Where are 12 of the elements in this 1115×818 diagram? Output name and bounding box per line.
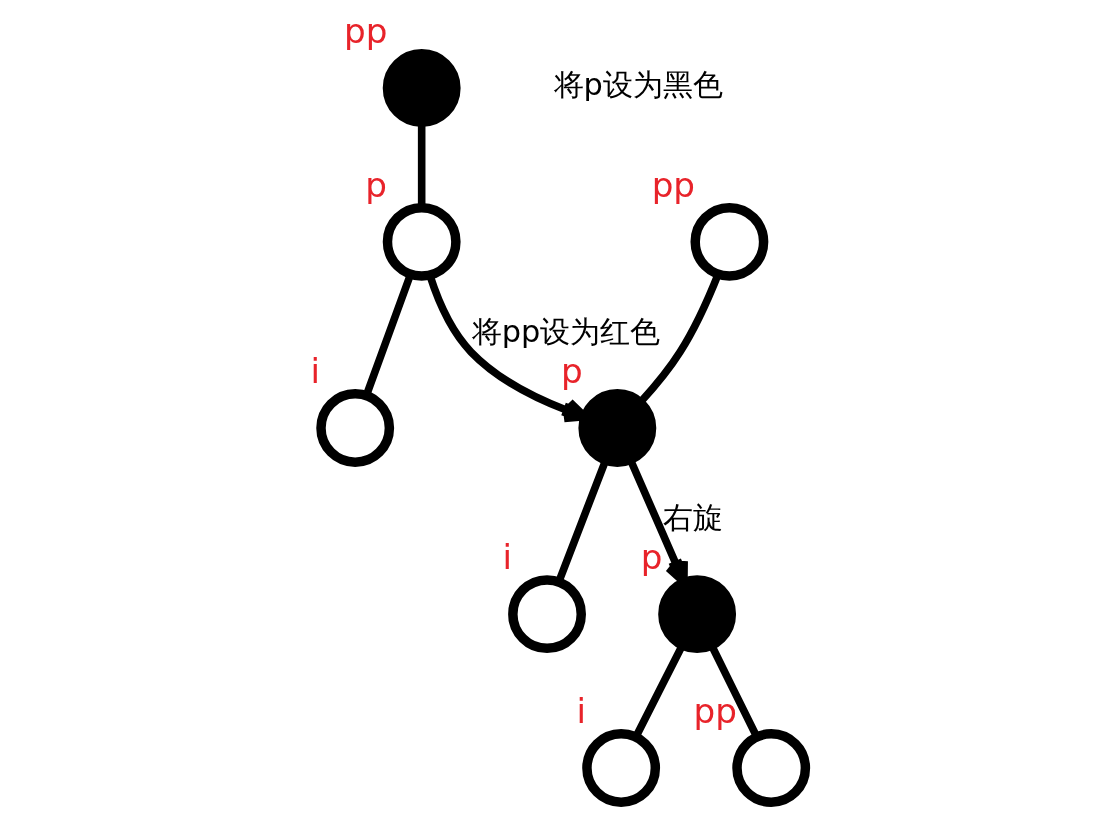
- label: 将p设为黑色: [553, 67, 723, 103]
- node-label: p: [560, 351, 583, 392]
- edge-label: 将pp设为红色: [471, 314, 661, 350]
- node-label: p: [365, 165, 387, 205]
- edge-label: 右旋: [663, 500, 724, 536]
- node-label: i: [502, 537, 512, 578]
- node-label: i: [576, 691, 586, 732]
- node-label: p: [640, 537, 663, 578]
- node-label: pp: [693, 691, 737, 732]
- node-label: pp: [343, 11, 388, 52]
- node-label: i: [310, 351, 321, 392]
- node-label: pp: [651, 165, 696, 205]
